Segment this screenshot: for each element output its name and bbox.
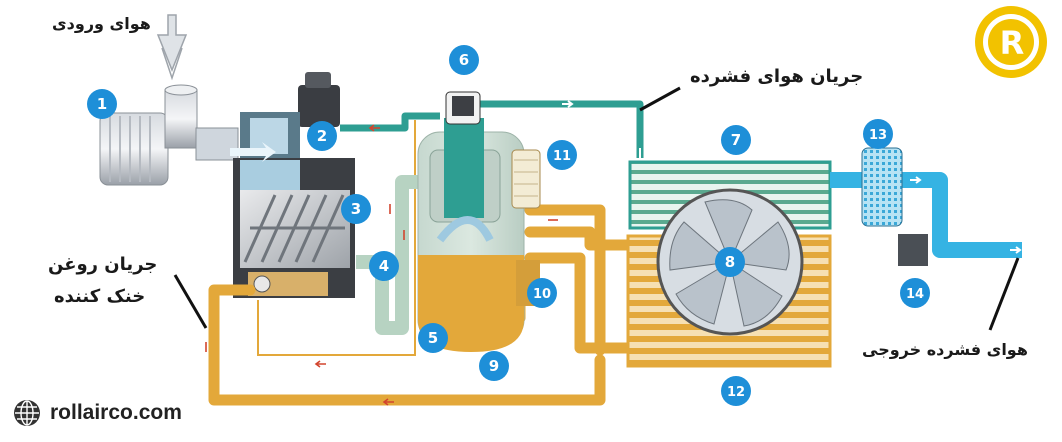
svg-text:R: R	[1000, 24, 1025, 62]
oil-return-line	[257, 120, 416, 356]
leader-lines	[173, 86, 1020, 331]
badge-5: 5	[418, 323, 448, 353]
minimum-pressure-valve	[445, 91, 481, 125]
oil-flow-label: جریان روغن	[48, 254, 158, 275]
badge-14: 14	[900, 278, 930, 308]
svg-text:12: 12	[727, 385, 745, 400]
badge-10: 10	[527, 278, 557, 308]
badge-3: 3	[341, 194, 371, 224]
svg-text:8: 8	[725, 253, 735, 271]
oil-filter	[511, 149, 541, 209]
badge-9: 9	[479, 351, 509, 381]
website-footer: rollairco.com	[12, 398, 182, 428]
svg-text:14: 14	[906, 287, 924, 302]
svg-text:11: 11	[553, 149, 571, 164]
svg-text:4: 4	[379, 257, 389, 275]
svg-text:1: 1	[97, 95, 107, 113]
condensate-drain	[898, 234, 928, 266]
badge-13: 13	[863, 119, 893, 149]
air-filter	[99, 84, 239, 186]
compressed-air-flow-label: جریان هوای فشرده	[690, 66, 864, 87]
svg-text:13: 13	[869, 128, 887, 143]
badge-6: 6	[449, 45, 479, 75]
water-separator	[861, 147, 903, 227]
svg-text:2: 2	[317, 127, 327, 145]
badge-8: 8	[715, 247, 745, 277]
badge-11: 11	[547, 140, 577, 170]
air-flow-arrows	[562, 100, 1022, 254]
badge-12: 12	[721, 376, 751, 406]
svg-text:6: 6	[459, 51, 469, 69]
air-intake-arrow-icon	[156, 14, 188, 81]
screw-compressor	[230, 142, 355, 298]
logo: R	[975, 6, 1047, 78]
separator-tank	[417, 118, 525, 352]
svg-text:10: 10	[533, 287, 551, 302]
svg-text:9: 9	[489, 357, 499, 375]
svg-text:5: 5	[428, 329, 438, 347]
badge-2: 2	[307, 121, 337, 151]
badge-1: 1	[87, 89, 117, 119]
badge-4: 4	[369, 251, 399, 281]
svg-text:7: 7	[731, 131, 741, 149]
compressed-air-outlet-label: هوای فشرده خروجی	[862, 340, 1028, 359]
coolant-label: خنک کننده	[54, 286, 146, 307]
svg-text:3: 3	[351, 200, 361, 218]
air-inlet-label: هوای ورودی	[52, 14, 151, 33]
badge-7: 7	[721, 125, 751, 155]
flow-arrows	[205, 124, 558, 406]
globe-icon	[14, 400, 40, 426]
website-url[interactable]: rollairco.com	[50, 401, 182, 424]
number-badges: 1 2 3 4 5 6 7 8 9 10 11 12 13 14	[87, 45, 930, 406]
